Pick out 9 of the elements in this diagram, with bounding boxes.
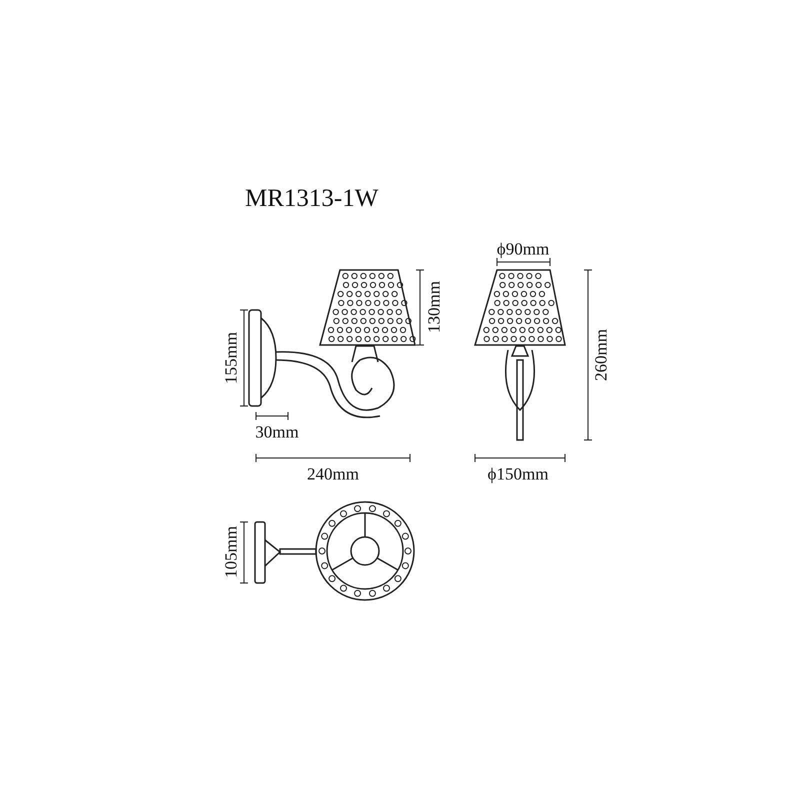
model-title: MR1313-1W	[245, 186, 378, 211]
dimension-label: ϕ90mm	[496, 240, 550, 258]
dimension-label: ϕ150mm	[488, 466, 548, 482]
dimension-label: 260mm	[592, 329, 610, 381]
dimension-label: 130mm	[426, 281, 442, 333]
dimension-label: 155mm	[222, 332, 240, 384]
dimension-label: 105mm	[222, 526, 240, 578]
dimension-label: 30mm	[255, 424, 299, 440]
dimension-label: 240mm	[307, 466, 359, 482]
